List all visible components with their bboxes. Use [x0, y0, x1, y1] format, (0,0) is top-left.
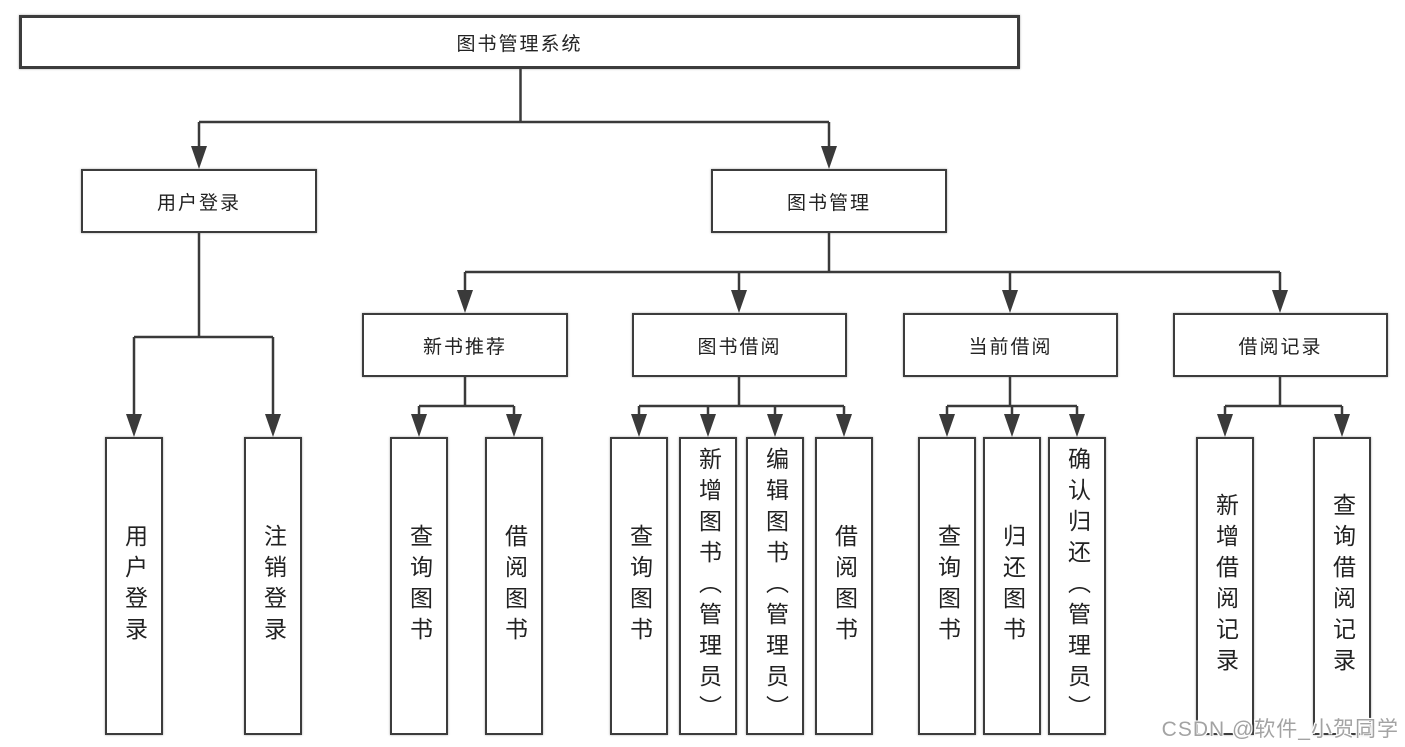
leaf-borrow-books-recommend: 借阅图书 — [485, 437, 543, 735]
node-book-borrow: 图书借阅 — [632, 313, 847, 377]
node-current-borrow: 当前借阅 — [903, 313, 1118, 377]
leaf-logout: 注销登录 — [244, 437, 302, 735]
connector-book-borrow — [637, 377, 846, 417]
leaf-add-book-admin: 新增图书（管理员） — [679, 437, 737, 735]
node-book-management: 图书管理 — [711, 169, 947, 233]
node-new-book-recommend: 新书推荐 — [362, 313, 568, 377]
leaf-query-books-borrow: 查询图书 — [610, 437, 668, 735]
connector-book-management — [463, 233, 1282, 293]
leaf-query-books-current: 查询图书 — [918, 437, 976, 735]
watermark: CSDN @软件_小贺同学 — [1161, 718, 1399, 741]
leaf-query-books-recommend: 查询图书 — [390, 437, 448, 735]
connector-current-borrow — [945, 377, 1079, 417]
leaf-user-login: 用户登录 — [105, 437, 163, 735]
node-borrow-records: 借阅记录 — [1173, 313, 1388, 377]
arrowheads — [126, 146, 1350, 437]
node-user-login: 用户登录 — [81, 169, 317, 233]
leaf-confirm-return-admin: 确认归还（管理员） — [1048, 437, 1106, 735]
connector-new-book-recommend — [417, 377, 516, 417]
node-library-management-system: 图书管理系统 — [19, 15, 1020, 69]
leaf-return-books: 归还图书 — [983, 437, 1041, 735]
connector-user-login — [132, 233, 275, 417]
leaf-edit-book-admin: 编辑图书（管理员） — [746, 437, 804, 735]
connector-root — [197, 69, 831, 150]
leaf-borrow-books: 借阅图书 — [815, 437, 873, 735]
leaf-query-borrow-record: 查询借阅记录 — [1313, 437, 1371, 735]
connector-borrow-records — [1223, 377, 1344, 417]
leaf-add-borrow-record: 新增借阅记录 — [1196, 437, 1254, 735]
